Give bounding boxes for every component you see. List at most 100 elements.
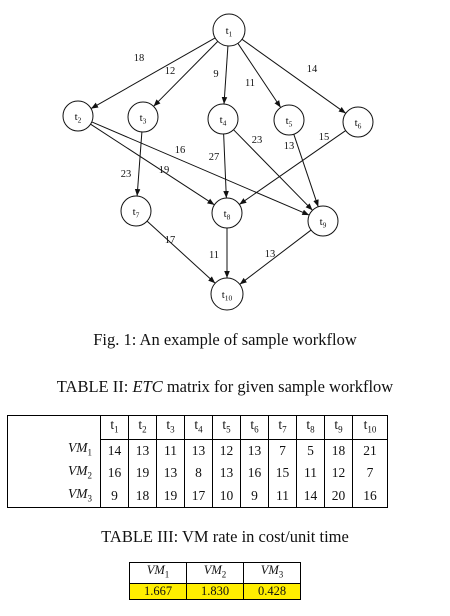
etc-cell: 11	[268, 484, 297, 509]
etc-cell: 21	[352, 439, 388, 462]
edge-t6-t8	[239, 130, 346, 205]
table2-caption: TABLE II: ETC matrix for given sample wo…	[0, 377, 450, 397]
edge-weight-t1-t3: 12	[165, 66, 176, 77]
etc-cell: 13	[184, 439, 213, 462]
edge-t5-t9	[293, 134, 319, 207]
etc-cell: 13	[128, 439, 157, 462]
edge-weight-t7-t10: 17	[165, 235, 176, 246]
node-t1: t1	[212, 13, 246, 47]
etc-row-label: VM3	[7, 484, 101, 509]
etc-cell: 18	[324, 439, 353, 462]
etc-col-header: t3	[156, 415, 185, 440]
etc-col-header: t2	[128, 415, 157, 440]
node-t10: t10	[210, 277, 244, 311]
node-t9: t9	[307, 205, 339, 237]
etc-cell: 9	[240, 484, 269, 509]
etc-cell: 17	[184, 484, 213, 509]
rate-value: 0.428	[243, 582, 301, 600]
edge-weight-t1-t6: 14	[307, 64, 318, 75]
etc-cell: 16	[100, 461, 129, 485]
etc-col-header: t7	[268, 415, 297, 440]
edge-weight-t3-t7: 23	[121, 169, 132, 180]
edge-weight-t8-t10: 11	[209, 250, 219, 261]
etc-col-header: t4	[184, 415, 213, 440]
edge-t7-t10	[146, 220, 216, 284]
node-t6: t6	[342, 106, 374, 138]
etc-cell: 10	[212, 484, 241, 509]
edge-t2-t8	[90, 123, 215, 206]
etc-col-header: t9	[324, 415, 353, 440]
etc-col-header: t5	[212, 415, 241, 440]
rate-value: 1.830	[186, 582, 244, 600]
node-t5: t5	[273, 104, 305, 136]
rate-header: VM3	[243, 562, 301, 584]
rate-header: VM1	[129, 562, 187, 584]
etc-row-label: VM2	[7, 461, 101, 485]
etc-cell: 12	[324, 461, 353, 485]
node-label-t7: t7	[133, 206, 140, 220]
node-label-t6: t6	[355, 117, 362, 131]
node-t7: t7	[120, 195, 152, 227]
table3-caption: TABLE III: VM rate in cost/unit time	[101, 527, 349, 546]
rate-value: 1.667	[129, 582, 187, 600]
etc-cell: 18	[128, 484, 157, 509]
edge-weight-t1-t5: 11	[245, 78, 255, 89]
edge-t1-t3	[153, 41, 219, 107]
etc-cell: 14	[100, 439, 129, 462]
etc-cell: 11	[156, 439, 185, 462]
etc-cell: 14	[296, 484, 325, 509]
etc-cell: 19	[128, 461, 157, 485]
etc-corner-cell	[7, 415, 101, 440]
edge-weight-t1-t4: 9	[213, 69, 218, 80]
node-label-t4: t4	[220, 114, 227, 128]
edge-t1-t5	[237, 43, 282, 108]
edge-t4-t9	[233, 129, 313, 211]
rate-header: VM2	[186, 562, 244, 584]
edge-weight-t2-t8: 19	[159, 165, 170, 176]
edge-weight-t4-t9: 23	[252, 135, 263, 146]
edge-t3-t7	[134, 131, 143, 197]
node-label-t10: t10	[222, 289, 233, 303]
edge-t2-t9	[91, 121, 310, 216]
edge-t1-t4	[221, 45, 229, 105]
edge-t4-t8	[223, 133, 229, 199]
node-label-t5: t5	[286, 115, 293, 129]
node-label-t3: t3	[140, 112, 147, 126]
etc-cell: 13	[156, 461, 185, 485]
node-t4: t4	[207, 103, 239, 135]
etc-cell: 16	[240, 461, 269, 485]
edge-t1-t2	[90, 37, 216, 110]
etc-cell: 20	[324, 484, 353, 509]
edge-weight-t9-t10: 13	[265, 249, 276, 260]
etc-cell: 11	[296, 461, 325, 485]
etc-cell: 12	[212, 439, 241, 462]
node-label-t1: t1	[226, 25, 233, 39]
etc-cell: 15	[268, 461, 297, 485]
table2-caption-em: ETC	[132, 377, 163, 396]
etc-cell: 7	[268, 439, 297, 462]
edge-weight-t4-t8: 27	[209, 152, 220, 163]
etc-col-header: t6	[240, 415, 269, 440]
edge-weight-t1-t2: 18	[134, 53, 145, 64]
edge-t1-t6	[241, 38, 347, 114]
node-t8: t8	[211, 197, 243, 229]
table2-caption-prefix: TABLE II:	[56, 377, 133, 396]
edge-weight-t6-t8: 15	[319, 132, 330, 143]
etc-cell: 5	[296, 439, 325, 462]
etc-col-header: t1	[100, 415, 129, 440]
table2-caption-suffix: matrix for given sample workflow	[162, 377, 394, 396]
etc-cell: 19	[156, 484, 185, 509]
etc-cell: 7	[352, 461, 388, 485]
etc-cell: 13	[212, 461, 241, 485]
figure-caption: Fig. 1: An example of sample workflow	[93, 330, 357, 349]
etc-cell: 8	[184, 461, 213, 485]
etc-cell: 16	[352, 484, 388, 509]
